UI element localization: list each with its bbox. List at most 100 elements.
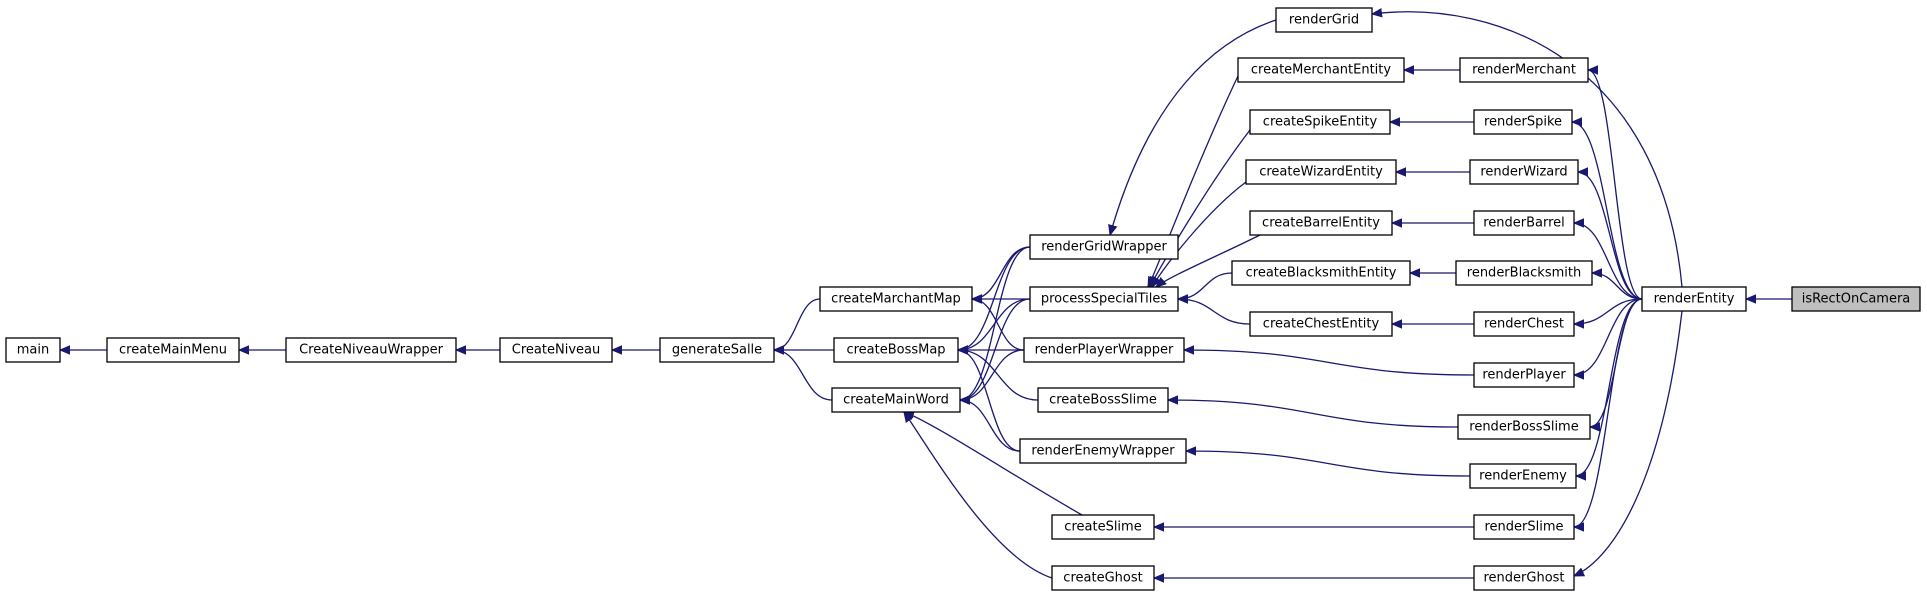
node-box xyxy=(1019,438,1187,464)
edge-renderEntity-to-renderChest xyxy=(1574,298,1643,324)
node-label: CreateNiveauWrapper xyxy=(299,343,444,358)
edge-renderEntity-to-renderBarrel xyxy=(1573,223,1643,300)
node-renderGhost[interactable]: renderGhost xyxy=(1473,565,1575,591)
node-box xyxy=(1023,337,1185,363)
node-label: createMerchantEntity xyxy=(1251,63,1391,78)
node-renderPlayer[interactable]: renderPlayer xyxy=(1473,362,1575,388)
node-renderEnemy[interactable]: renderEnemy xyxy=(1469,463,1577,489)
node-CreateNiveauWrapper[interactable]: CreateNiveauWrapper xyxy=(285,337,457,363)
node-renderBossSlime[interactable]: renderBossSlime xyxy=(1457,414,1591,440)
edge-renderEntity-to-renderWizard xyxy=(1577,172,1643,300)
node-createSlime[interactable]: createSlime xyxy=(1051,514,1155,540)
node-renderSlime[interactable]: renderSlime xyxy=(1473,514,1575,540)
node-renderEntity[interactable]: renderEntity xyxy=(1641,286,1747,312)
node-box xyxy=(1249,311,1393,337)
node-label: renderBossSlime xyxy=(1469,420,1578,435)
node-label: generateSalle xyxy=(672,343,762,358)
node-renderChest[interactable]: renderChest xyxy=(1473,311,1575,337)
edge-renderPlayer-to-renderPlayerWrapper xyxy=(1184,350,1475,376)
node-renderWizard[interactable]: renderWizard xyxy=(1469,159,1579,185)
node-isRectOnCamera[interactable]: isRectOnCamera xyxy=(1791,286,1921,312)
node-createChestEntity[interactable]: createChestEntity xyxy=(1249,311,1393,337)
node-CreateNiveau[interactable]: CreateNiveau xyxy=(499,337,613,363)
node-renderSpike[interactable]: renderSpike xyxy=(1473,109,1573,135)
edge-createGhost-to-createMainWord xyxy=(904,412,1053,579)
node-processSpecialTiles[interactable]: processSpecialTiles xyxy=(1029,286,1179,312)
node-createWizardEntity[interactable]: createWizardEntity xyxy=(1245,159,1397,185)
edge-createMarchantMap-to-generateSalle xyxy=(773,298,821,350)
node-box xyxy=(1245,159,1397,185)
node-label: createChestEntity xyxy=(1263,317,1380,332)
node-renderGridWrapper[interactable]: renderGridWrapper xyxy=(1029,234,1179,260)
edge-createBlacksmithEntity-to-processSpecialTiles xyxy=(1178,272,1233,299)
node-label: createSlime xyxy=(1064,520,1141,535)
edge-renderEntity-to-renderGhost xyxy=(1574,310,1683,577)
node-label: createBossSlime xyxy=(1049,393,1157,408)
nodes-layer: main createMainMenu CreateNiveauWrapper Cre… xyxy=(5,7,1921,591)
node-main[interactable]: main xyxy=(5,337,61,363)
node-box xyxy=(1037,387,1169,413)
node-box xyxy=(285,337,457,363)
node-createGhost[interactable]: createGhost xyxy=(1051,565,1155,591)
edge-createMerchantEntity-to-processSpecialTiles xyxy=(1147,75,1239,287)
edge-createSlime-to-createMainWord xyxy=(904,412,1083,516)
node-label: processSpecialTiles xyxy=(1041,292,1168,307)
node-renderBarrel[interactable]: renderBarrel xyxy=(1473,210,1575,236)
node-label: renderEnemyWrapper xyxy=(1031,444,1175,459)
node-label: renderEntity xyxy=(1654,292,1735,307)
node-createMainWord[interactable]: createMainWord xyxy=(831,387,961,413)
node-createBossMap[interactable]: createBossMap xyxy=(833,337,959,363)
node-label: renderMerchant xyxy=(1472,63,1576,78)
edge-renderEnemyWrapper-to-createMainWord xyxy=(959,400,1021,452)
node-createBossSlime[interactable]: createBossSlime xyxy=(1037,387,1169,413)
node-createMerchantEntity[interactable]: createMerchantEntity xyxy=(1237,57,1405,83)
node-label: createGhost xyxy=(1063,571,1142,586)
node-createBlacksmithEntity[interactable]: createBlacksmithEntity xyxy=(1231,260,1411,286)
node-label: isRectOnCamera xyxy=(1802,292,1911,307)
node-box xyxy=(1473,362,1575,388)
node-box xyxy=(1237,57,1405,83)
node-box xyxy=(1249,210,1393,236)
node-createMainMenu[interactable]: createMainMenu xyxy=(106,337,240,363)
node-box xyxy=(1473,565,1575,591)
edge-createBarrelEntity-to-processSpecialTiles xyxy=(1156,234,1261,287)
node-generateSalle[interactable]: generateSalle xyxy=(659,337,775,363)
node-box xyxy=(1275,7,1373,33)
node-label: renderBlacksmith xyxy=(1467,266,1581,281)
edge-createChestEntity-to-processSpecialTiles xyxy=(1178,299,1251,325)
edge-renderBossSlime-to-createBossSlime xyxy=(1168,400,1459,428)
node-renderEnemyWrapper[interactable]: renderEnemyWrapper xyxy=(1019,438,1187,464)
node-box xyxy=(831,387,961,413)
node-box xyxy=(819,286,973,312)
node-renderBlacksmith[interactable]: renderBlacksmith xyxy=(1455,260,1593,286)
node-box xyxy=(833,337,959,363)
edge-renderEntity-to-renderPlayer xyxy=(1573,298,1643,375)
node-label: createMainMenu xyxy=(119,343,227,358)
node-label: renderPlayerWrapper xyxy=(1035,343,1174,358)
node-box xyxy=(106,337,240,363)
edge-renderEntity-to-renderSlime xyxy=(1573,298,1643,527)
node-label: renderBarrel xyxy=(1483,216,1565,231)
node-label: renderGhost xyxy=(1483,571,1564,586)
node-box xyxy=(1469,463,1577,489)
node-renderGrid[interactable]: renderGrid xyxy=(1275,7,1373,33)
node-box xyxy=(1459,57,1589,83)
node-label: createBossMap xyxy=(846,343,945,358)
node-createSpikeEntity[interactable]: createSpikeEntity xyxy=(1249,109,1391,135)
node-box xyxy=(659,337,775,363)
node-box xyxy=(1231,260,1411,286)
edge-renderEnemyWrapper-to-createBossMap xyxy=(957,350,1021,452)
node-renderMerchant[interactable]: renderMerchant xyxy=(1459,57,1589,83)
node-box xyxy=(1473,109,1573,135)
node-box xyxy=(1051,514,1155,540)
edge-createBossSlime-to-createBossMap xyxy=(958,350,1039,401)
node-createBarrelEntity[interactable]: createBarrelEntity xyxy=(1249,210,1393,236)
node-label: createMainWord xyxy=(843,393,949,408)
edge-createMainWord-to-generateSalle xyxy=(773,350,833,401)
edge-renderEnemy-to-renderEnemyWrapper xyxy=(1186,451,1471,477)
node-createMarchantMap[interactable]: createMarchantMap xyxy=(819,286,973,312)
node-box xyxy=(1249,109,1391,135)
node-renderPlayerWrapper[interactable]: renderPlayerWrapper xyxy=(1023,337,1185,363)
edge-renderEntity-to-renderGrid xyxy=(1372,12,1683,288)
